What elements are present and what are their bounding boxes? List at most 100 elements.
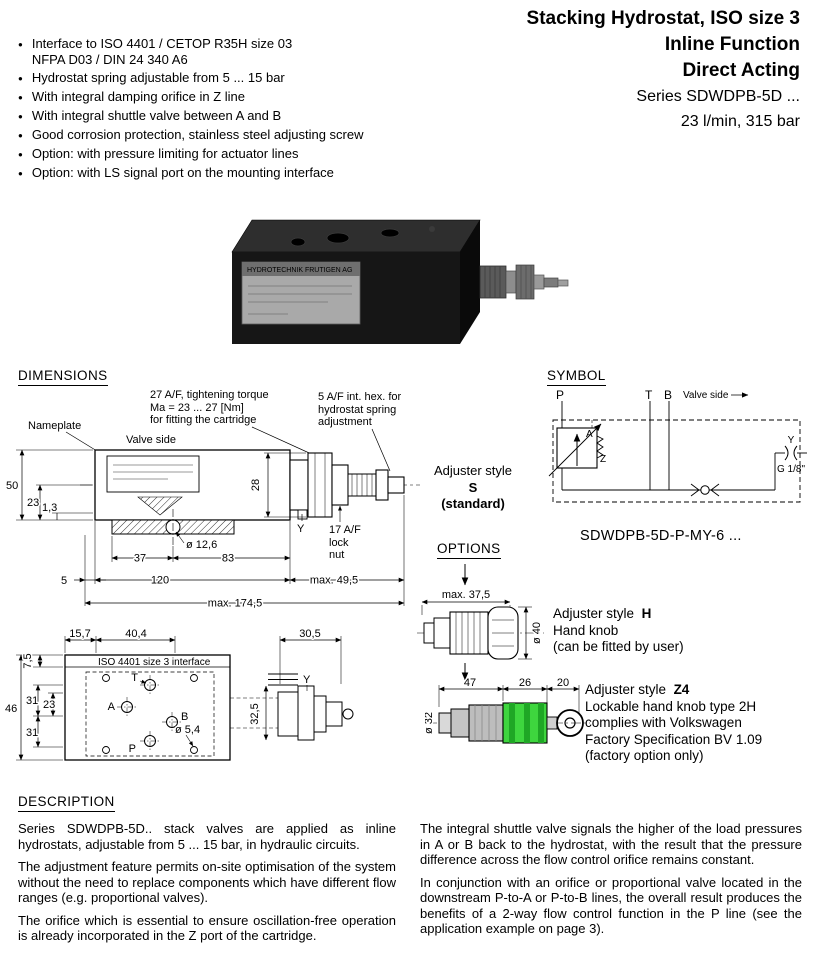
adjuster-h-line1: Adjuster style H [553,606,773,623]
description-paragraph: In conjunction with an orifice or propor… [420,874,802,937]
adjuster-h-text: Adjuster style H Hand knob (can be fitte… [553,606,773,656]
feature-item: ● Good corrosion protection, stainless st… [18,127,488,143]
feature-text: Option: with LS signal port on the mount… [31,165,334,180]
symbol-thread-label: G 1/8" [777,464,805,475]
adjusting-screw-assembly [479,264,569,300]
symbol-boundary [552,419,801,503]
dim-20: 20 [557,677,569,689]
feature-text: Good corrosion protection, stainless ste… [31,127,364,142]
port-y-label: Y [297,523,305,535]
port-pattern-outline [85,671,215,757]
brand-text: HYDROTECHNIK FRUTIGEN AG [247,267,352,274]
bullet-icon: ● [18,169,23,178]
dim-5: 5 [61,575,67,587]
feature-text: Option: with pressure limiting for actua… [31,146,299,161]
valve-side-face [460,220,480,344]
adjuster-z4-label: Adjuster style [585,682,667,697]
dim-31-bottom: 31 [26,727,38,739]
bullet-icon: ● [18,150,23,159]
note-leader-lines [251,426,391,472]
nameplate-drawing [106,455,200,493]
iso-interface-label: ISO 4401 size 3 interface [98,657,211,668]
description-paragraph: The integral shuttle valve signals the h… [420,821,802,867]
horizontal-dim-lines [74,555,405,606]
nameplate-plate: HYDROTECHNIK FRUTIGEN AG [241,261,361,325]
dim-max-49-5: max. 49,5 [310,575,358,587]
feature-item: ● Interface to ISO 4401 / CETOP R35H size… [18,36,488,67]
option-h-drawing: max. 37,5 ø 40 [417,564,545,681]
y-orifice: Y G 1/8" [777,435,805,475]
dim-max-174-5: max. 174,5 [208,598,262,610]
pilot-lines [561,452,807,491]
feature-list: ● Interface to ISO 4401 / CETOP R35H size… [18,36,488,184]
dim-1-3: 1,3 [42,502,57,514]
feature-item: ● Option: with LS signal port on the moun… [18,165,488,181]
dim-lines [18,637,342,761]
feature-text: With integral damping orifice in Z line [31,89,245,104]
dim-46: 46 [5,703,17,715]
dim-37: 37 [134,553,146,565]
bullet-icon: ● [18,131,23,140]
dim-28: 28 [250,479,262,491]
heading-dimensions: DIMENSIONS [18,368,108,386]
bullet-icon: ● [18,40,23,49]
adjuster-z4-text: Adjuster style Z4 Lockable hand knob typ… [585,682,813,765]
port-y-label: Y [303,674,311,686]
feature-item: ● With integral shuttle valve between A a… [18,108,488,124]
adjuster-z4-line2: Lockable hand knob type 2H [585,698,757,714]
dim-7-5: 7,5 [22,653,34,668]
rating-label: 23 l/min, 315 bar [680,113,800,130]
dim-26: 26 [519,677,531,689]
heading-symbol: SYMBOL [547,368,606,386]
adjuster-h-line3: (can be fitted by user) [553,639,684,654]
symbol-port-t: T [645,388,653,402]
dim-dia-32: ø 32 [425,712,435,734]
port-p-label: P [129,743,136,755]
dim-23: 23 [43,699,55,711]
adjuster-z4-line1: Adjuster style Z4 [585,682,813,699]
dim-50: 50 [6,480,18,492]
feature-text: Interface to ISO 4401 / CETOP R35H size … [31,36,293,67]
title-block: Stacking Hydrostat, ISO size 3 Inline Fu… [460,6,800,134]
bullet-icon: ● [18,112,23,121]
vertical-dim-lines [19,449,58,521]
dim-120: 120 [151,575,169,587]
extension-lines [16,449,405,606]
section-hatch [137,496,183,516]
locknut-note: 17 A/F lock nut [329,524,361,561]
adjuster-s-code: S [468,479,478,495]
dim-83: 83 [222,553,234,565]
shuttle-valve [690,483,720,497]
z4-knob-shape [438,702,584,744]
dim-30-5: 30,5 [299,628,320,640]
dim-23: 23 [27,497,39,509]
hydraulic-symbol: P T B Valve side A Z [548,388,807,503]
series-label: Series SDWDPB-5D ... [636,88,800,105]
feature-item: ● Hydrostat spring adjustable from 5 ... … [18,70,488,86]
description-paragraph: Series SDWDPB-5D.. stack valves are appl… [18,821,396,852]
port-t-label: T [131,672,138,684]
dim-40-4: 40,4 [125,628,146,640]
dim-dia-5-4: ø 5,4 [175,724,200,736]
port-b-label: B [181,711,188,723]
page-subtitle-2: Direct Acting [682,60,800,81]
dim-dia-40: ø 40 [531,622,543,644]
torque-note: 27 A/F, tightening torque Ma = 23 ... 27… [150,389,269,426]
feature-text: With integral shuttle valve between A an… [31,108,282,123]
bullet-icon: ● [18,74,23,83]
nameplate-label: Nameplate [28,420,82,432]
side-view-drawing: Valve side [5,426,420,611]
interface-body [64,654,231,761]
feature-item: ●With integral damping orifice in Z line [18,89,488,105]
hex-note: 5 A/F int. hex. for hydrostat spring adj… [318,391,402,428]
description-paragraph: The orifice which is essential to ensure… [18,912,396,944]
feature-item: ● Option: with pressure limiting for actu… [18,146,488,162]
adjuster-z4-line4: Factory Specification BV 1.09 [585,731,763,747]
ports: T A B P ø 5,4 [102,672,202,755]
description-left-column: Series SDWDPB-5D.. stack valves are appl… [18,821,396,951]
port-a-label: A [108,701,116,713]
page-subtitle-1: Inline Function [664,34,800,55]
feature-text: Hydrostat spring adjustable from 5 ... 1… [31,70,285,85]
valve-top-ports [290,226,435,247]
symbol-port-y: Y [788,435,795,446]
